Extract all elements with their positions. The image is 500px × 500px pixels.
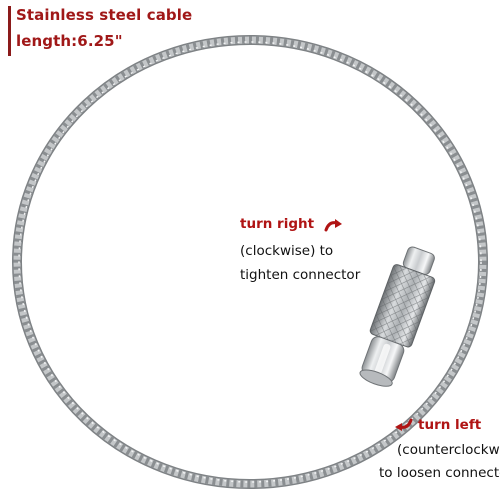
screw-connector	[359, 246, 436, 387]
tighten-heading: turn right	[240, 216, 315, 232]
spec-title: Stainless steel cable	[16, 6, 193, 24]
spec-length: length:6.25"	[16, 32, 123, 50]
tighten-direction: (clockwise) to	[240, 243, 334, 259]
steel-cable	[12, 35, 488, 489]
loosen-direction: (counterclockwise)	[397, 442, 500, 458]
tighten-action: tighten connector	[240, 267, 361, 283]
counterclockwise-arrow-icon	[395, 418, 413, 431]
spec-accent-bar	[8, 6, 11, 56]
loosen-action: to loosen connector	[379, 465, 500, 481]
clockwise-arrow-icon	[324, 219, 342, 232]
loosen-heading: turn left	[418, 417, 482, 433]
